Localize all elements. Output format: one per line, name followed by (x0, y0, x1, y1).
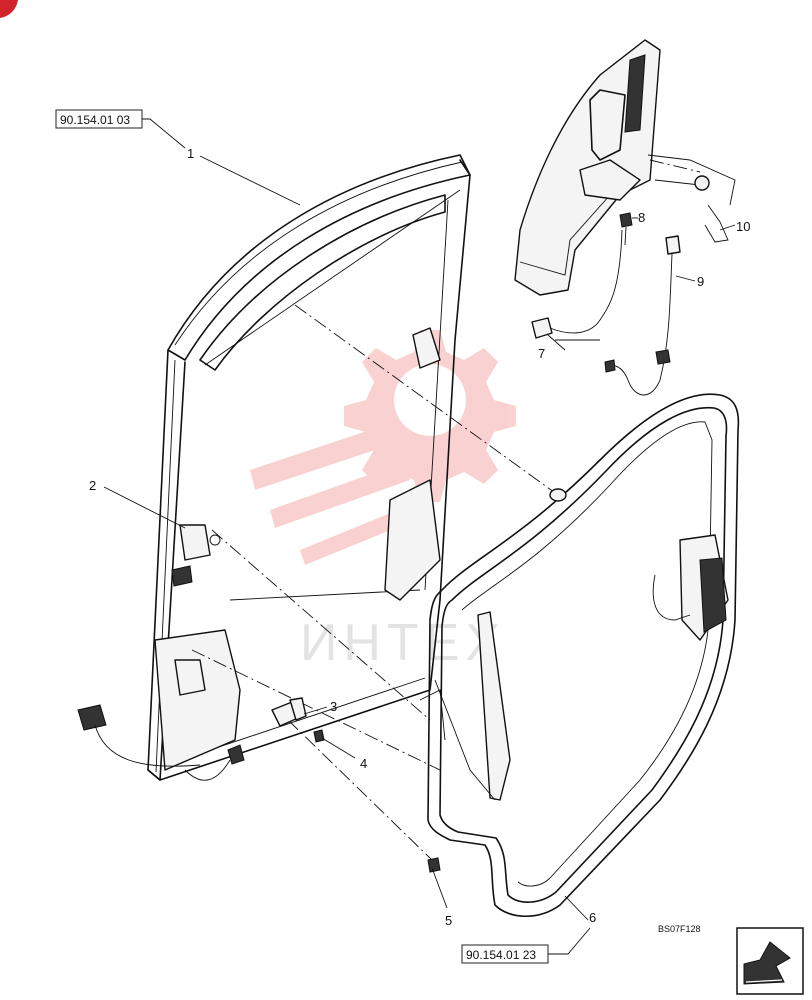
reference-box-bottom: 90.154.01 23 (461, 944, 549, 964)
door-part-6 (419, 393, 740, 917)
callout-8: 8 (638, 210, 645, 225)
callout-7: 7 (538, 346, 545, 361)
wiring-parts (531, 212, 681, 396)
callout-2: 2 (89, 478, 96, 493)
callout-1: 1 (187, 146, 194, 161)
drawing-code: BS07F128 (658, 924, 701, 934)
callout-4: 4 (360, 756, 367, 771)
alignment-lines (191, 304, 559, 861)
hardware-parts (271, 697, 441, 873)
callout-5: 5 (445, 913, 452, 928)
reference-code-top: 90.154.01 03 (60, 113, 130, 127)
corner-mark (0, 0, 18, 18)
reference-code-bottom: 90.154.01 23 (466, 948, 536, 962)
cab-corner-assembly (514, 39, 736, 296)
leader-lines (103, 118, 736, 955)
watermark-gear-logo (250, 330, 516, 565)
watermark-text: ИНТЕХ (300, 614, 506, 672)
callout-10: 10 (736, 219, 750, 234)
callout-3: 3 (330, 699, 337, 714)
callout-numbers: 1 2 3 4 5 6 7 8 9 10 (89, 146, 750, 928)
reference-box-top: 90.154.01 03 (55, 109, 143, 129)
callout-9: 9 (697, 274, 704, 289)
callout-6: 6 (589, 910, 596, 925)
next-page-arrow-icon[interactable] (736, 927, 804, 995)
door-frame-part-1 (77, 154, 471, 781)
